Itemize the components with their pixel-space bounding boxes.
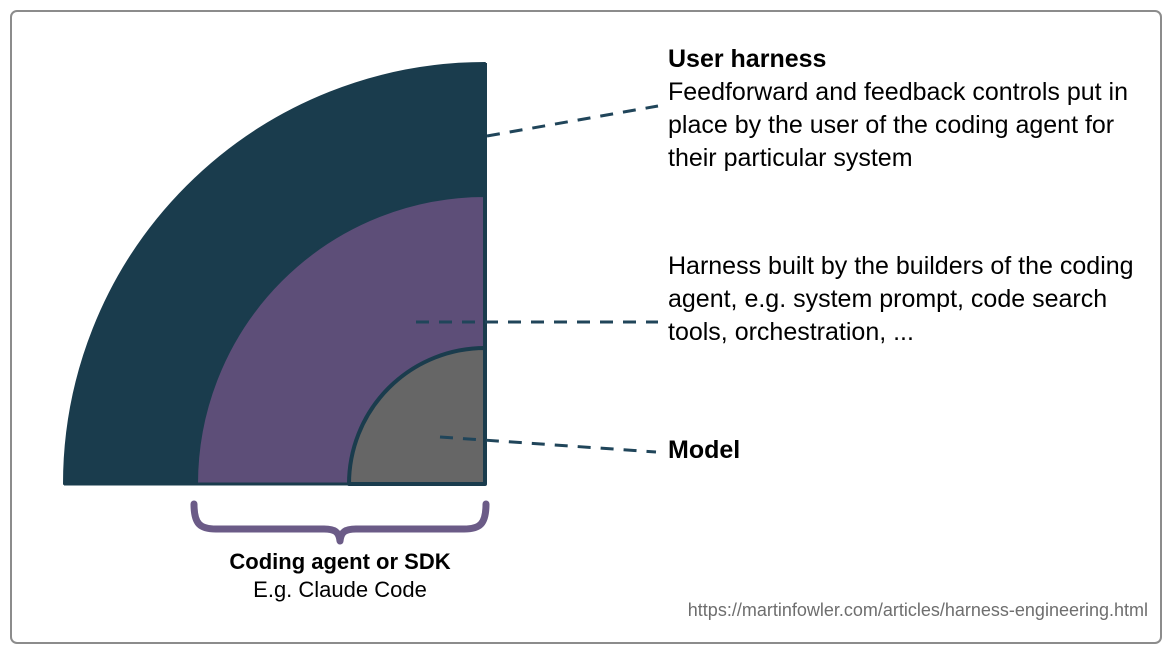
- callout-agent-harness-body: Harness built by the builders of the cod…: [668, 252, 1134, 346]
- source-url: https://martinfowler.com/articles/harnes…: [687, 600, 1148, 620]
- callout-agent-harness: Harness built by the builders of the cod…: [668, 250, 1138, 349]
- callout-user-harness-title: User harness: [668, 45, 827, 73]
- callout-user-harness-body: Feedforward and feedback controls put in…: [668, 78, 1128, 172]
- brace-caption: Coding agent or SDK E.g. Claude Code: [120, 548, 560, 604]
- callout-user-harness: User harness Feedforward and feedback co…: [668, 43, 1138, 175]
- leader-line-user-harness: [486, 104, 659, 138]
- brace-caption-title: Coding agent or SDK: [229, 549, 451, 574]
- callout-model-title: Model: [668, 436, 741, 464]
- curly-brace: [190, 500, 490, 545]
- arc-model: [347, 346, 487, 486]
- brace-caption-subtitle: E.g. Claude Code: [253, 577, 427, 602]
